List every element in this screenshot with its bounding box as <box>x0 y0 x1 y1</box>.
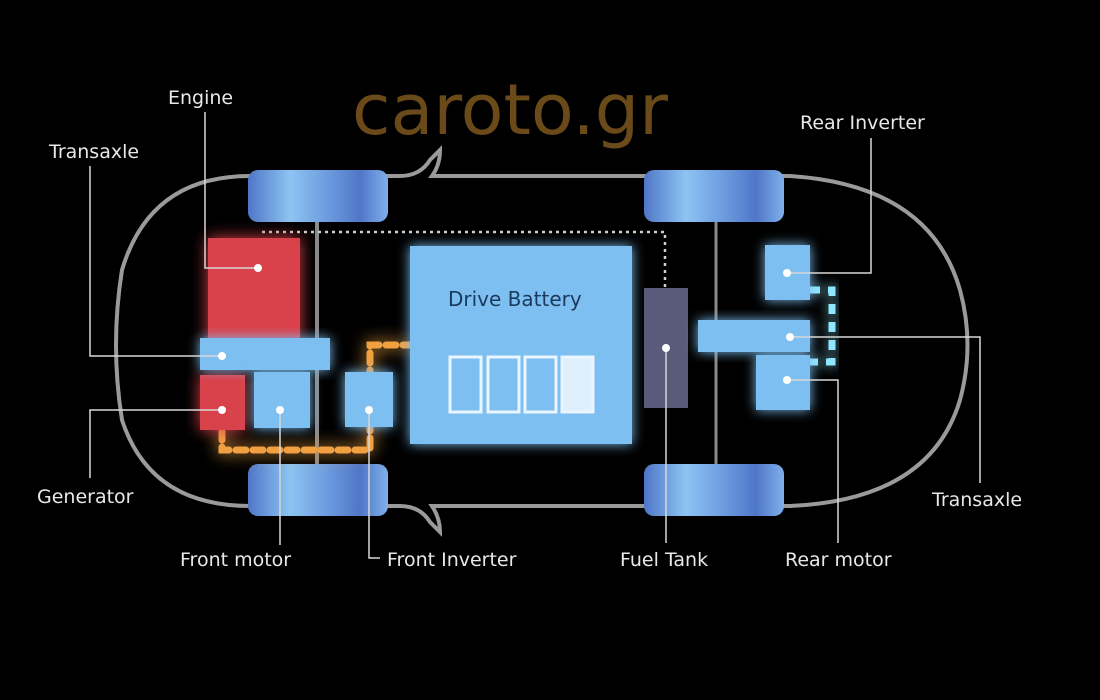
watermark-text: caroto.gr <box>352 69 668 151</box>
front-motor-dot <box>276 406 284 414</box>
front-right-wheel <box>248 464 388 516</box>
engine-dot <box>254 264 262 272</box>
rear-inverter-leader <box>787 138 872 274</box>
rear-inverter-label: Rear Inverter <box>800 112 925 134</box>
rear-transaxle-label: Transaxle <box>931 489 1022 511</box>
battery-cell-highlighted <box>560 355 595 414</box>
generator-block <box>200 375 245 430</box>
front-transaxle-dot <box>218 352 226 360</box>
rear-motor-dot <box>783 376 791 384</box>
drive-battery-block <box>410 246 632 444</box>
front-inverter-label: Front Inverter <box>387 549 517 571</box>
battery-cell <box>448 355 483 414</box>
rear-right-wheel <box>644 464 784 516</box>
rear-motor-block <box>756 355 810 410</box>
rear-transaxle-dot <box>786 333 794 341</box>
front-motor-block <box>254 372 310 428</box>
generator-leader <box>89 409 222 478</box>
battery-cell <box>486 355 521 414</box>
fuel-line <box>262 230 667 290</box>
rear-inverter-dot <box>783 269 791 277</box>
front-left-wheel <box>248 170 388 222</box>
front-inverter-dot <box>365 406 373 414</box>
rear-motor-leader <box>787 379 839 543</box>
battery-cells <box>448 355 595 414</box>
fuel-tank-dot <box>662 344 670 352</box>
rear-loop-power-flow <box>810 286 836 366</box>
fuel-tank-label: Fuel Tank <box>620 549 708 571</box>
engine-block <box>208 238 300 343</box>
orange-power-flow <box>218 341 414 454</box>
generator-label: Generator <box>37 486 134 508</box>
front-transaxle-label: Transaxle <box>48 141 139 163</box>
car-outline <box>114 145 970 537</box>
front-transaxle-leader <box>89 166 222 357</box>
generator-dot <box>218 406 226 414</box>
engine-label: Engine <box>168 87 233 109</box>
drive-battery-label: Drive Battery <box>448 287 582 311</box>
rear-motor-label: Rear motor <box>785 549 892 571</box>
rear-transaxle-leader <box>790 336 981 483</box>
engine-leader <box>204 112 258 269</box>
front-inverter-leader <box>368 410 380 559</box>
front-motor-label: Front motor <box>180 549 291 571</box>
rear-left-wheel <box>644 170 784 222</box>
battery-cell <box>523 355 558 414</box>
